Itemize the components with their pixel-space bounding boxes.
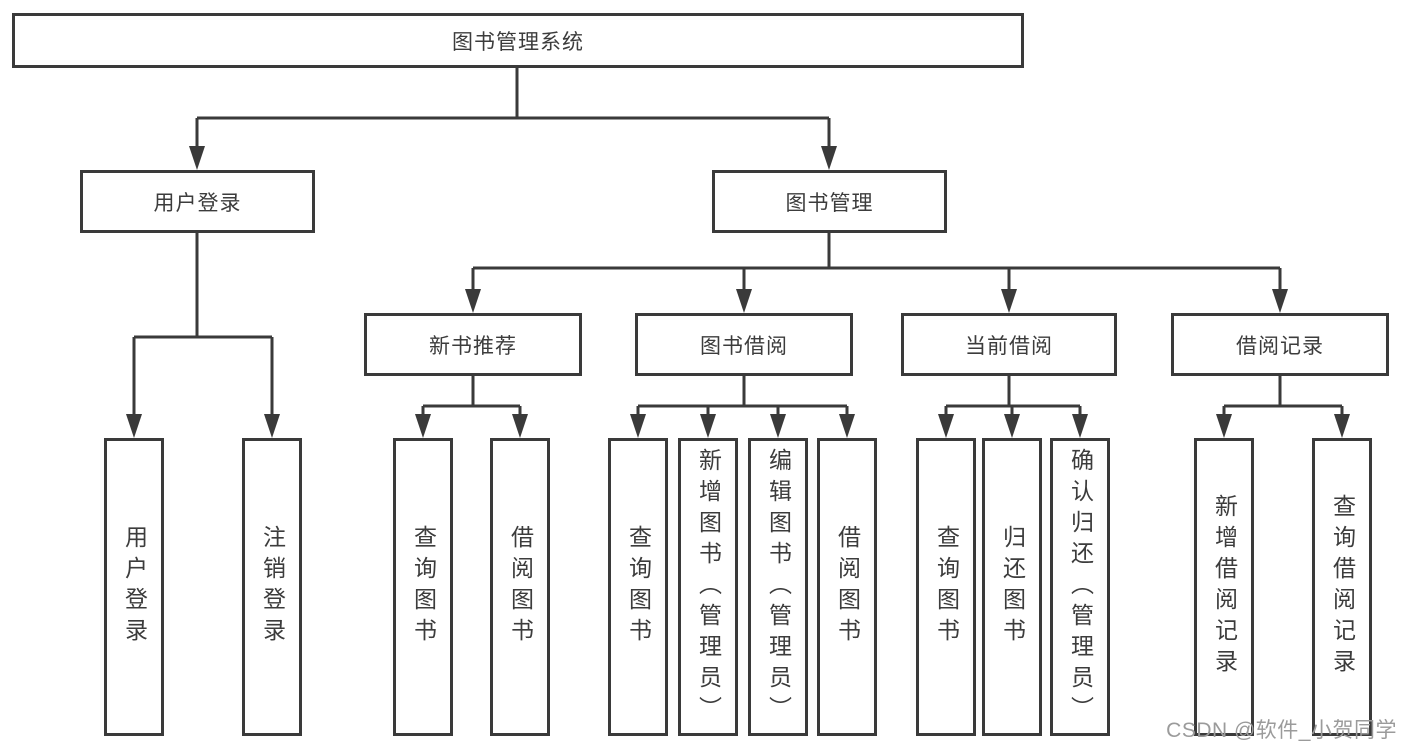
node-label: 查询图书 — [933, 525, 960, 649]
tree-branch-lines — [132, 68, 1344, 418]
node-new-book-recommendation: 新书推荐 — [364, 313, 582, 376]
csdn-watermark: CSDN @软件_小贺同学 — [1166, 719, 1397, 742]
node-query-books-recommend: 查询图书 — [393, 438, 453, 736]
node-book-management: 图书管理 — [712, 170, 947, 233]
node-borrowing-records: 借阅记录 — [1171, 313, 1389, 376]
node-user-login-leaf: 用户登录 — [104, 438, 164, 736]
node-label: 用户登录 — [121, 525, 148, 649]
node-query-books-borrowing: 查询图书 — [608, 438, 668, 736]
node-label: 新增图书（管理员） — [695, 447, 722, 727]
node-return-books: 归还图书 — [982, 438, 1042, 736]
node-label: 图书管理系统 — [452, 30, 584, 54]
node-label: 归还图书 — [999, 525, 1026, 649]
node-label: 编辑图书（管理员） — [765, 447, 792, 727]
node-label: 借阅记录 — [1236, 334, 1324, 358]
node-label: 图书管理 — [785, 191, 874, 215]
node-add-book-admin: 新增图书（管理员） — [678, 438, 738, 736]
arrowheads — [126, 146, 1350, 438]
node-label: 新书推荐 — [429, 334, 517, 358]
node-user-login: 用户登录 — [80, 170, 315, 233]
node-label: 用户登录 — [153, 191, 242, 215]
node-label: 确认归还（管理员） — [1067, 447, 1094, 727]
node-label: 图书借阅 — [700, 334, 788, 358]
node-label: 查询借阅记录 — [1329, 494, 1356, 680]
node-borrow-books-recommend: 借阅图书 — [490, 438, 550, 736]
node-library-management-system: 图书管理系统 — [12, 13, 1024, 68]
node-label: 查询图书 — [625, 525, 652, 649]
node-current-borrowing: 当前借阅 — [901, 313, 1117, 376]
node-label: 查询图书 — [410, 525, 437, 649]
node-edit-book-admin: 编辑图书（管理员） — [748, 438, 808, 736]
node-label: 新增借阅记录 — [1211, 494, 1238, 680]
node-query-borrow-record: 查询借阅记录 — [1312, 438, 1372, 736]
node-label: 注销登录 — [259, 525, 286, 649]
node-label: 借阅图书 — [507, 525, 534, 649]
node-add-borrow-record: 新增借阅记录 — [1194, 438, 1254, 736]
node-logout: 注销登录 — [242, 438, 302, 736]
node-book-borrowing: 图书借阅 — [635, 313, 853, 376]
node-confirm-return-admin: 确认归还（管理员） — [1050, 438, 1110, 736]
node-query-books-current: 查询图书 — [916, 438, 976, 736]
node-label: 当前借阅 — [965, 334, 1053, 358]
node-label: 借阅图书 — [834, 525, 861, 649]
node-borrow-books-borrowing: 借阅图书 — [817, 438, 877, 736]
